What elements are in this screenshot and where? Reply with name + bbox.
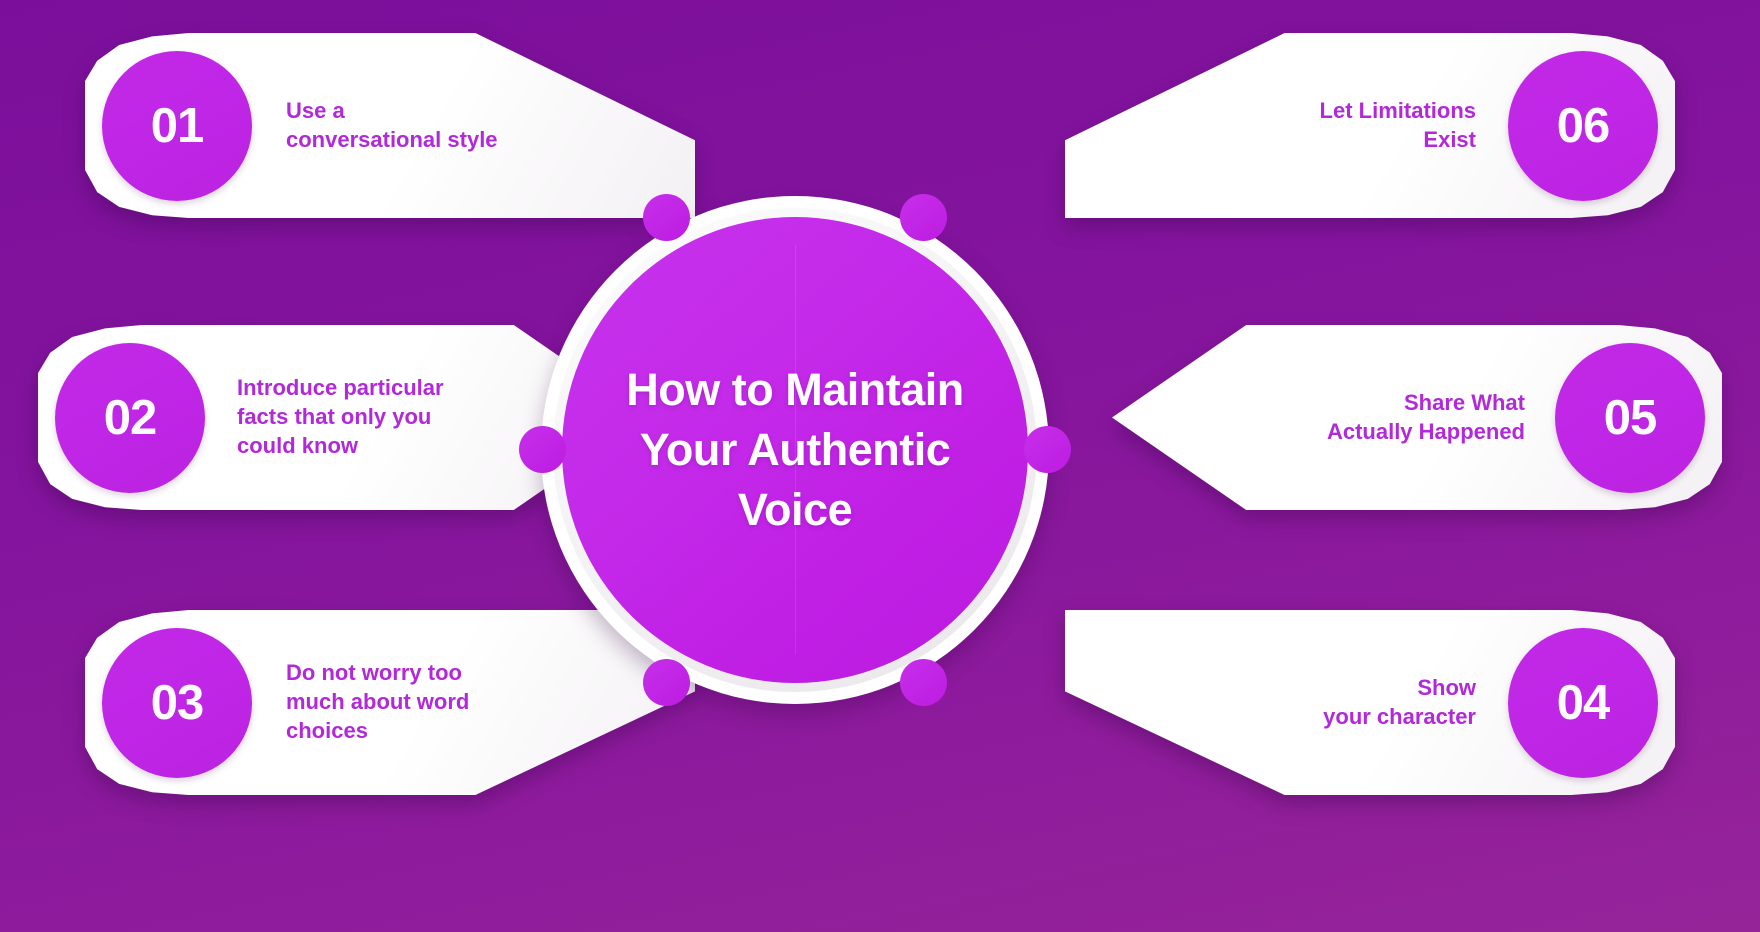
connector-dot-top-right — [900, 194, 947, 241]
number-badge-04: 04 — [1508, 627, 1658, 778]
connector-dot-bottom-right — [900, 659, 947, 706]
number-badge-06: 06 — [1508, 50, 1658, 201]
center-circle: How to Maintain Your Authentic Voice — [562, 217, 1028, 683]
item-card-01[interactable]: 01 Use a conversational style — [85, 33, 695, 218]
center-hub: How to Maintain Your Authentic Voice — [515, 170, 1075, 730]
item-label-01: Use a conversational style — [286, 97, 498, 152]
item-card-03[interactable]: 03 Do not worry too much about word choi… — [85, 610, 695, 795]
number-badge-02: 02 — [55, 342, 205, 493]
connector-dot-bottom-left — [643, 659, 690, 706]
item-card-05[interactable]: Share What Actually Happened 05 — [1112, 325, 1722, 510]
number-label: 06 — [1556, 98, 1611, 153]
connector-dot-top-left — [643, 194, 690, 241]
item-card-06[interactable]: Let Limitations Exist 06 — [1065, 33, 1675, 218]
number-label: 01 — [150, 98, 205, 153]
number-label: 02 — [103, 390, 158, 445]
number-badge-01: 01 — [102, 50, 252, 201]
item-label-05: Share What Actually Happened — [1326, 389, 1525, 444]
item-card-02[interactable]: 02 Introduce particular facts that only … — [38, 325, 648, 510]
item-label-04: Show your character — [1323, 674, 1476, 729]
item-label-02: Introduce particular facts that only you… — [237, 375, 444, 458]
number-badge-03: 03 — [102, 627, 252, 778]
number-label: 05 — [1603, 390, 1658, 445]
number-label: 03 — [150, 675, 205, 730]
item-card-04[interactable]: Show your character 04 — [1065, 610, 1675, 795]
number-label: 04 — [1556, 675, 1611, 730]
connector-dot-middle-left — [519, 426, 566, 473]
number-badge-05: 05 — [1555, 342, 1705, 493]
center-title: How to Maintain Your Authentic Voice — [626, 364, 964, 535]
item-label-03: Do not worry too much about word choices — [286, 660, 470, 743]
item-label-06: Let Limitations Exist — [1319, 97, 1476, 152]
connector-dot-middle-right — [1024, 426, 1071, 473]
